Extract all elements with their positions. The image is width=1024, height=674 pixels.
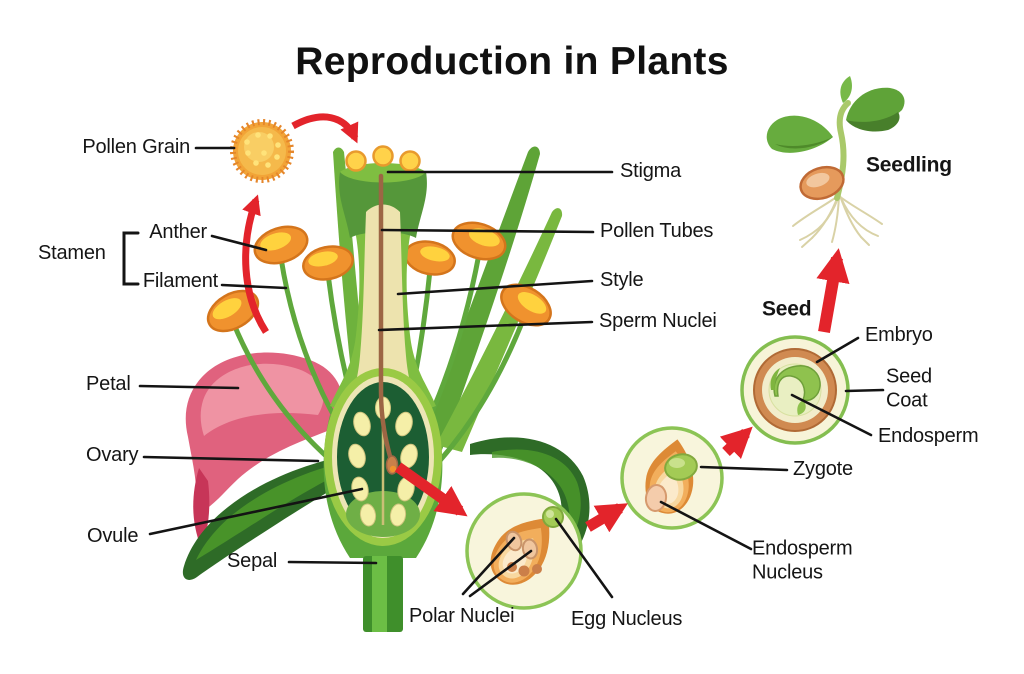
label-pollen-grain: Pollen Grain	[82, 136, 190, 159]
ovary-shape	[324, 368, 442, 546]
label-seed: Seed	[762, 297, 812, 321]
label-egg-nucleus: Egg Nucleus	[571, 608, 683, 631]
roots	[792, 195, 883, 248]
label-endosperm: Endosperm	[878, 425, 979, 448]
seedling-icon	[766, 76, 905, 248]
pollen-tube	[378, 173, 399, 475]
label-zygote: Zygote	[793, 458, 853, 481]
petal-shape	[185, 352, 343, 547]
connector-lines	[122, 146, 885, 599]
line-pollen-tubes	[380, 228, 595, 234]
label-embryo: Embryo	[865, 324, 933, 347]
label-stamen: Stamen	[38, 242, 106, 265]
pollen-grain-icon	[230, 119, 294, 183]
stamen-bracket	[122, 231, 140, 286]
line-ovule	[148, 487, 364, 536]
line-sperm-nuclei	[377, 320, 594, 332]
embryo-shape	[770, 365, 821, 415]
anthers	[206, 221, 552, 333]
label-stigma: Stigma	[620, 160, 682, 183]
line-zygote	[699, 465, 789, 472]
line-embryo	[815, 336, 860, 364]
line-polar-nuclei-2	[468, 549, 533, 598]
label-pollen-tubes: Pollen Tubes	[600, 220, 714, 243]
red-arrows	[242, 113, 850, 533]
label-petal: Petal	[86, 373, 131, 396]
arrow-pollen-to-stigma	[291, 113, 359, 144]
line-endosperm	[790, 393, 873, 437]
line-ovary	[142, 455, 320, 463]
label-sperm-nuclei: Sperm Nuclei	[599, 310, 717, 333]
line-egg-nucleus	[554, 517, 614, 599]
zygote-shape	[664, 453, 698, 481]
arrow-seed-to-seedling	[816, 248, 850, 334]
label-filament: Filament	[142, 270, 218, 293]
line-anther	[210, 234, 268, 252]
arrow-zygote-to-seed-circle	[719, 426, 753, 460]
line-sepal	[287, 560, 378, 565]
line-style	[396, 279, 594, 296]
seedling-seed	[799, 165, 845, 201]
label-anther: Anther	[149, 221, 207, 244]
line-filament	[220, 283, 288, 290]
stage-circle-seed	[740, 335, 850, 445]
seedling-leaves	[766, 76, 905, 153]
line-seed-coat	[844, 388, 885, 393]
arrow-anther-to-pollen	[242, 194, 269, 334]
stage-circle-ovule	[465, 492, 583, 610]
label-seedling: Seedling	[866, 153, 952, 177]
label-ovule: Ovule	[87, 525, 139, 548]
label-polar-nuclei: Polar Nuclei	[409, 605, 515, 628]
label-seed-coat: Seed Coat	[886, 365, 932, 411]
endosperm-nucleus-shape	[644, 484, 668, 512]
line-petal	[138, 384, 240, 390]
page-title: Reproduction in Plants	[295, 40, 729, 83]
arrow-ovary-to-ovule-circle	[394, 462, 468, 517]
stage-circle-zygote	[620, 426, 724, 530]
arrow-ovule-to-zygote-circle	[585, 503, 628, 533]
line-polar-nuclei-1	[461, 536, 516, 596]
label-sepal: Sepal	[227, 550, 278, 573]
label-endosperm-nucleus: Endosperm Nucleus	[752, 537, 853, 583]
line-endosperm-nucleus	[659, 500, 753, 551]
label-ovary: Ovary	[86, 444, 139, 467]
label-style: Style	[600, 269, 644, 292]
